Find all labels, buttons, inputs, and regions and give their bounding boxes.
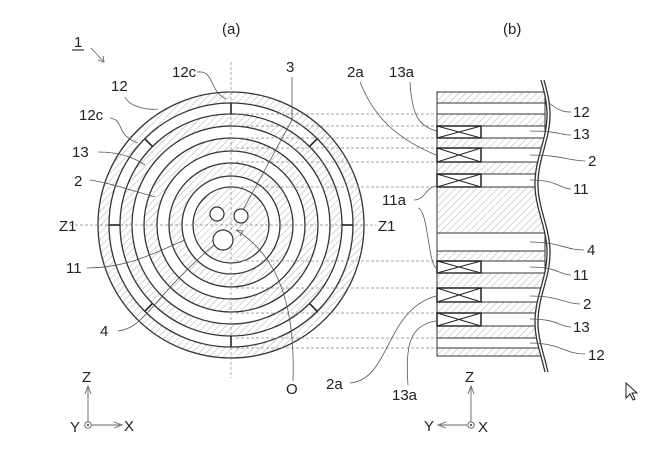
label-2a-top: 2a bbox=[347, 64, 364, 81]
axis-b-x: X bbox=[478, 419, 488, 436]
assembly-label: 1 bbox=[74, 34, 82, 51]
cross-marker-line bbox=[436, 173, 482, 188]
layer-band bbox=[436, 337, 546, 349]
leader-13 bbox=[97, 151, 146, 166]
axis-a-y: Y bbox=[70, 419, 80, 436]
leader-b-13-bottom bbox=[529, 318, 572, 328]
label-b-11-top: 11 bbox=[573, 181, 589, 198]
label-b-13-top: 13 bbox=[573, 126, 590, 143]
cross-marker-line bbox=[436, 312, 482, 327]
layer-band bbox=[436, 91, 546, 104]
leader-2a-top bbox=[359, 81, 437, 156]
mouse-cursor-icon bbox=[625, 381, 639, 401]
leader-b-4 bbox=[529, 241, 585, 251]
label-b-13-bottom: 13 bbox=[573, 319, 590, 336]
label-2a-bottom: 2a bbox=[326, 376, 343, 393]
label-13a-top: 13a bbox=[389, 64, 415, 81]
leader-2a-bottom bbox=[349, 295, 437, 384]
layer-band bbox=[436, 232, 546, 252]
leader-13a-bottom bbox=[406, 320, 437, 386]
longitudinal-section-layers bbox=[436, 80, 600, 372]
axis-triad-a: Z X Y bbox=[70, 369, 134, 436]
axis-triad-b: Z Y X bbox=[424, 369, 488, 436]
leader-12 bbox=[124, 96, 159, 110]
label-b-11-bottom: 11 bbox=[573, 267, 589, 284]
leader-O bbox=[235, 229, 294, 382]
label-12c-top: 12c bbox=[172, 64, 197, 81]
break-mask bbox=[535, 80, 600, 372]
layer-band bbox=[436, 347, 546, 357]
leader-11a-top bbox=[413, 185, 437, 201]
label-b-4: 4 bbox=[587, 242, 595, 259]
axis-b-y: Y bbox=[424, 418, 434, 435]
leader-b-11-bottom bbox=[529, 266, 572, 276]
layer-band bbox=[436, 161, 546, 175]
label-12: 12 bbox=[111, 78, 128, 95]
leader-11 bbox=[86, 239, 186, 269]
label-4: 4 bbox=[100, 323, 108, 340]
panel-b-title: (b) bbox=[503, 21, 521, 38]
leader-b-12-top bbox=[547, 101, 572, 113]
label-11a: 11a bbox=[382, 192, 407, 209]
panel-a-title: (a) bbox=[222, 21, 240, 38]
assembly-arrow bbox=[90, 47, 105, 63]
spacer-ticks-12c bbox=[109, 103, 353, 347]
label-O: O bbox=[286, 381, 298, 398]
axis-b-z: Z bbox=[465, 369, 474, 386]
layer-band bbox=[436, 186, 546, 234]
layer-band bbox=[436, 102, 546, 115]
leader-12c-top bbox=[196, 71, 227, 100]
cross-marker-line bbox=[436, 260, 482, 274]
break-line-2 bbox=[537, 79, 551, 373]
break-line bbox=[534, 79, 548, 373]
leader-b-12-bottom bbox=[529, 342, 586, 355]
cross-marker-line bbox=[436, 125, 482, 139]
label-b-12-bottom: 12 bbox=[588, 347, 605, 364]
label-12c-left: 12c bbox=[79, 107, 104, 124]
label-3: 3 bbox=[286, 59, 294, 76]
leader-b-2-top bbox=[529, 154, 586, 162]
assembly-arrowhead bbox=[97, 55, 105, 63]
spacer-tick bbox=[144, 138, 154, 148]
layer-band bbox=[436, 272, 546, 289]
cross-marker-line bbox=[436, 287, 482, 303]
label-13a-bottom: 13a bbox=[392, 387, 418, 404]
spacer-tick bbox=[308, 302, 318, 312]
leader-b-2-bottom bbox=[529, 295, 581, 305]
hole-2 bbox=[233, 208, 249, 224]
label-z1-right: Z1 bbox=[378, 218, 396, 235]
leader-4 bbox=[117, 243, 216, 332]
layer-band bbox=[436, 325, 546, 339]
cross-marker-line bbox=[436, 147, 482, 163]
label-11: 11 bbox=[66, 260, 82, 277]
axis-a-z: Z bbox=[82, 369, 91, 386]
arrowhead-O bbox=[235, 229, 244, 237]
axis-a-x: X bbox=[124, 418, 134, 435]
label-13: 13 bbox=[72, 144, 89, 161]
label-2: 2 bbox=[74, 173, 82, 190]
spacer-tick bbox=[308, 138, 318, 148]
label-b-2-bottom: 2 bbox=[583, 296, 591, 313]
leader-13a-top bbox=[409, 81, 437, 132]
label-z1-left: Z1 bbox=[59, 218, 77, 235]
label-b-2-top: 2 bbox=[588, 153, 596, 170]
leader-12c-left bbox=[109, 117, 139, 144]
layer-band bbox=[436, 113, 546, 127]
leader-b-11-top bbox=[529, 179, 572, 190]
hole-1 bbox=[209, 206, 225, 222]
leader-3 bbox=[242, 77, 293, 211]
spacer-tick bbox=[144, 302, 154, 312]
label-b-12-top: 12 bbox=[573, 104, 590, 121]
layer-band bbox=[436, 301, 546, 314]
leader-2 bbox=[89, 179, 156, 198]
layer-band bbox=[436, 250, 546, 262]
layer-band bbox=[436, 137, 546, 149]
leader-b-13-top bbox=[529, 130, 572, 136]
hole-3 bbox=[212, 229, 234, 251]
leader-11a-bottom bbox=[417, 207, 437, 269]
